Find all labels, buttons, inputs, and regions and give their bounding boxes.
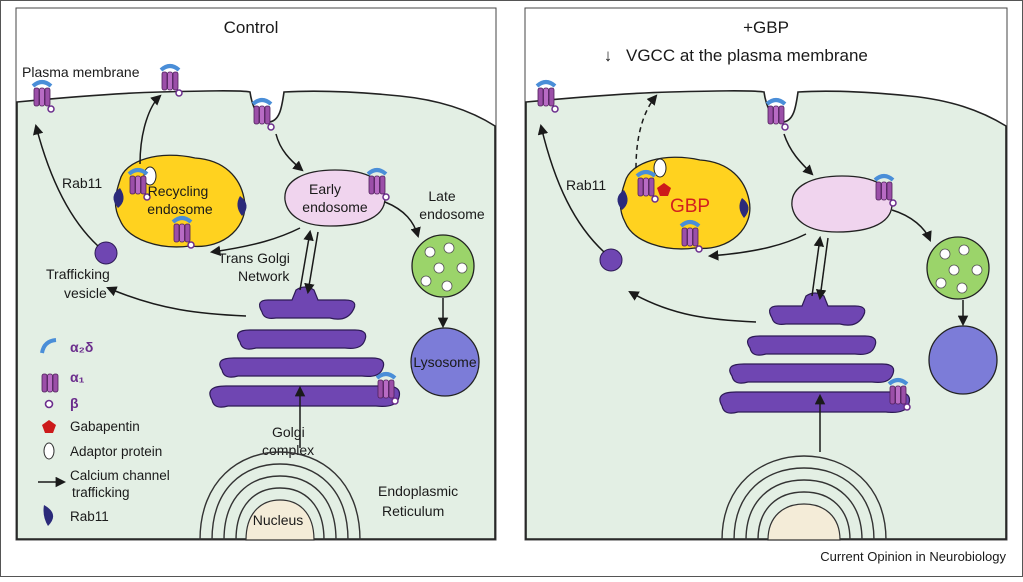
trans-golgi-label-2: Network (238, 268, 290, 284)
endoplasmic-reticulum-gbp (721, 455, 887, 541)
trafficking-vesicle-gbp (599, 248, 623, 272)
nucleus-gbp (767, 503, 841, 541)
gabapentin-pentagon-icon (42, 420, 56, 433)
nucleus (245, 499, 315, 541)
gbp-cytoplasm (525, 90, 1007, 540)
legend: α₂δ α₁ β Gabapentin Adaptor protein Calc… (38, 338, 170, 526)
legend-alpha1: α₁ (70, 369, 85, 385)
alpha1-subunit-icon (41, 373, 59, 393)
trafficking-vesicle (94, 241, 118, 265)
source-caption: Current Opinion in Neurobiology (820, 549, 1006, 564)
rab11-icon (43, 505, 54, 526)
gbp-label: GBP (670, 196, 710, 217)
legend-trafficking-1: Calcium channel (70, 468, 170, 483)
golgi-complex (209, 286, 401, 408)
early-endosome-label-1: Early (309, 181, 341, 197)
er-label-1: Endoplasmic (378, 483, 458, 499)
recycling-endosome-label-1: Recycling (148, 183, 209, 199)
legend-gabapentin: Gabapentin (70, 419, 140, 434)
gbp-panel: +GBP ↓ VGCC at the plasma membrane GBP R… (524, 7, 1008, 541)
rab11-marker (237, 196, 247, 216)
lysosome-label: Lysosome (413, 354, 477, 370)
legend-alpha2delta: α₂δ (70, 339, 93, 355)
control-title: Control (224, 18, 279, 37)
beta-subunit-icon (44, 399, 54, 409)
control-trafficking-arrows (33, 94, 449, 448)
late-endosome-label-2: endosome (419, 206, 485, 222)
plasma-membrane-label: Plasma membrane (22, 64, 140, 80)
golgi-complex-label-1: Golgi (272, 424, 305, 440)
rab11-marker (739, 198, 749, 218)
legend-trafficking-2: trafficking (72, 485, 130, 500)
endoplasmic-reticulum (199, 451, 361, 541)
rab11-label-gbp: Rab11 (566, 177, 606, 193)
late-endosome-vesicles (935, 244, 983, 294)
rab11-label: Rab11 (62, 175, 102, 191)
down-arrow-icon: ↓ (604, 46, 613, 65)
alpha2delta-subunit-icon (40, 338, 57, 354)
legend-rab11: Rab11 (70, 509, 109, 524)
control-panel: Control Plasma membrane Recycling endoso… (15, 7, 497, 541)
trafficking-vesicle-label-1: Trafficking (46, 266, 110, 282)
er-label-2: Reticulum (382, 503, 444, 519)
late-endosome-label-1: Late (428, 188, 455, 204)
gbp-subtitle: VGCC at the plasma membrane (626, 46, 868, 65)
nucleus-label: Nucleus (253, 512, 304, 528)
rab11-marker (617, 190, 628, 210)
legend-adaptor-protein: Adaptor protein (70, 444, 162, 459)
gbp-trafficking-arrows (537, 94, 969, 452)
rab11-marker (113, 188, 124, 208)
adaptor-protein-icon (43, 442, 55, 460)
recycling-endosome-label-2: endosome (147, 201, 213, 217)
adaptor-protein (653, 158, 667, 178)
gabapentin-pentagon-icon (657, 183, 671, 196)
lysosome-gbp (928, 325, 998, 395)
trans-golgi-label-1: Trans Golgi (218, 250, 290, 266)
early-endosome-label-2: endosome (302, 199, 368, 215)
gbp-title: +GBP (743, 18, 789, 37)
trafficking-vesicle-label-2: vesicle (64, 285, 107, 301)
legend-beta: β (70, 395, 79, 411)
golgi-complex-gbp (719, 292, 911, 414)
late-endosome-vesicles (420, 242, 468, 292)
